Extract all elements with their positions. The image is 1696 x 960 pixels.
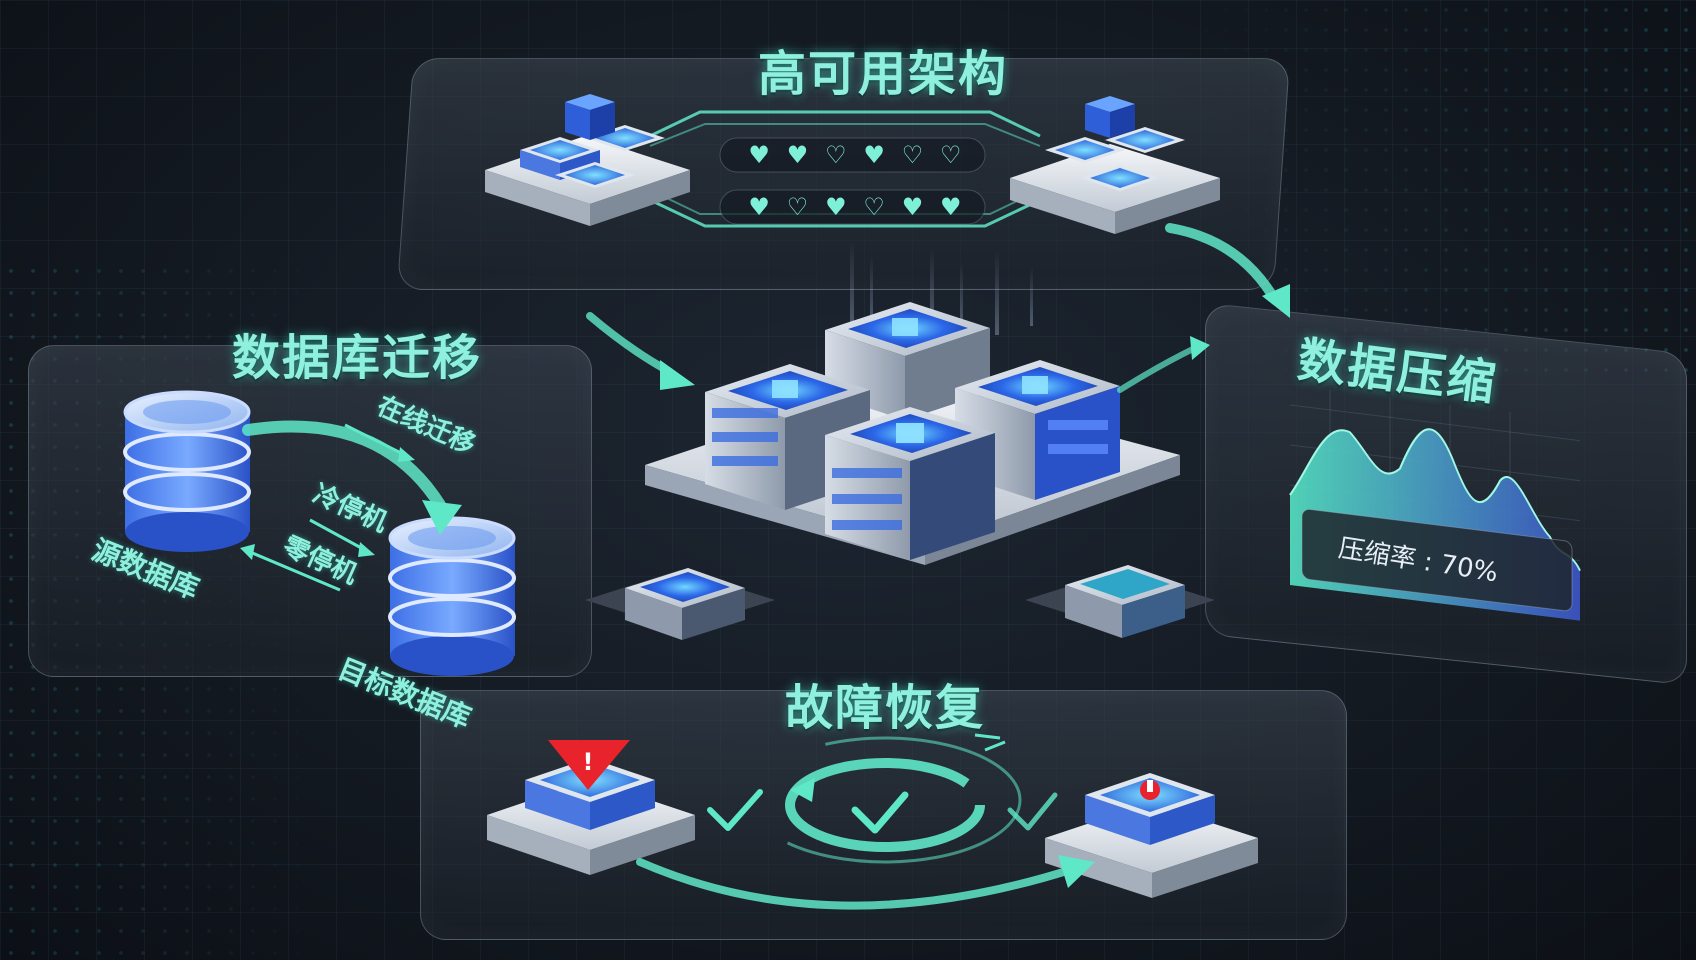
recovery-title: 故障恢复 — [785, 680, 986, 736]
heart-icon: ♥ — [825, 193, 847, 221]
heartbeat-row-top: ♥ ♥ ♡ ♥ ♡ ♡ — [740, 140, 970, 170]
heart-icon: ♥ — [748, 193, 770, 221]
heart-icon: ♥ — [863, 141, 885, 169]
heartbeat-row-bottom: ♥ ♡ ♥ ♡ ♥ ♥ — [740, 192, 970, 222]
heart-outline-icon: ♡ — [863, 193, 885, 221]
heart-outline-icon: ♡ — [786, 193, 809, 221]
heart-outline-icon: ♡ — [901, 141, 924, 169]
high-availability-title: 高可用架构 — [758, 46, 1009, 102]
heart-icon: ♥ — [940, 193, 962, 221]
heart-icon: ♥ — [786, 141, 809, 169]
heart-icon: ♥ — [748, 141, 770, 169]
heart-icon: ♥ — [901, 193, 924, 221]
heart-outline-icon: ♡ — [940, 141, 962, 169]
svg-text:!: ! — [583, 748, 594, 776]
migration-title: 数据库迁移 — [232, 330, 483, 386]
heart-outline-icon: ♡ — [825, 141, 847, 169]
